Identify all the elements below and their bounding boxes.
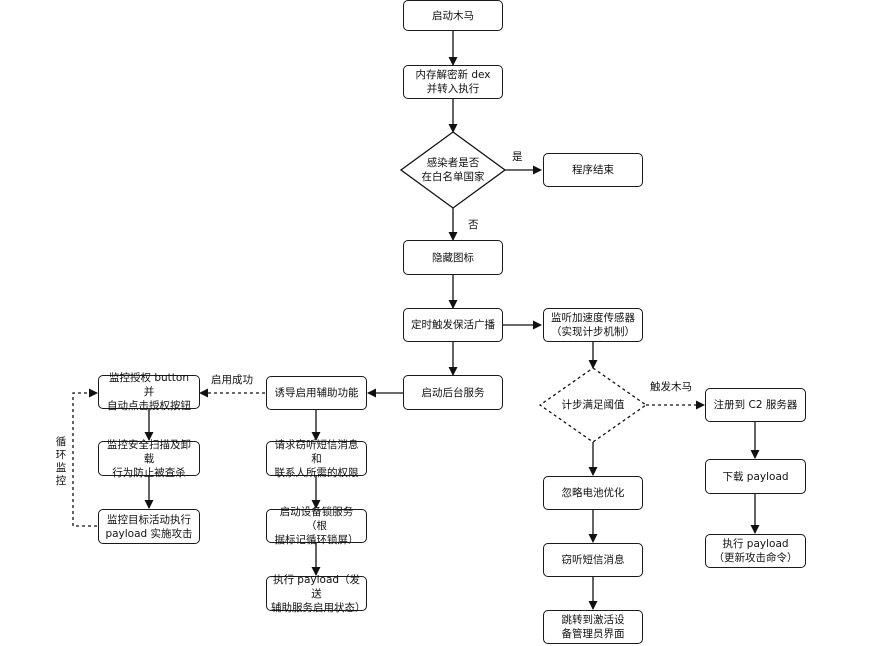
edge-label-loop-monitor: 循 环 监 控 [55,436,67,487]
edge-label-trigger-trojan: 触发木马 [650,381,692,393]
edge-loop-monitor [72,388,98,527]
node-device-lock: 启动设备锁服务（根 据标记循环锁屏） [266,506,367,546]
node-monitor-auth: 监控授权 button 并 自动点击授权按钮 [98,372,200,412]
node-decrypt: 内存解密新 dex 并转入执行 [403,65,503,99]
edge-label-enable-success: 启用成功 [211,374,253,386]
node-exec-payload-send: 执行 payload（发送 辅助服务启用状态） [266,574,367,614]
node-broadcast: 定时触发保活广播 [403,308,503,342]
node-sensor: 监听加速度传感器 （实现计步机制） [543,308,643,342]
node-register-c2: 注册到 C2 服务器 [705,388,806,422]
node-start: 启动木马 [403,0,503,31]
node-ignore-battery: 忽略电池优化 [543,476,643,510]
node-monitor-scan: 监控安全扫描及卸载 行为防止被查杀 [98,439,200,479]
decision-whitelist-label: 感染者是否 在白名单国家 [421,157,485,183]
node-monitor-target: 监控目标活动执行 payload 实施攻击 [98,509,200,544]
node-device-admin: 跳转到激活设 备管理员界面 [543,610,643,644]
node-induce-a11y: 诱导启用辅助功能 [266,376,367,410]
decision-whitelist-shape [399,131,507,209]
edge-label-no: 否 [468,219,479,231]
decision-step-shape [538,367,648,443]
node-exec-payload-update: 执行 payload （更新攻击命令） [705,534,806,568]
decision-step-label: 计步满足阈值 [561,399,625,411]
edge-label-yes: 是 [512,151,523,163]
node-bg-service: 启动后台服务 [403,375,503,410]
node-sms-sniff: 窃听短信消息 [543,543,643,577]
node-end: 程序结束 [543,153,643,187]
node-download-payload: 下载 payload [705,459,806,494]
node-hide-icon: 隐藏图标 [403,240,503,275]
node-request-perm: 请求窃听短信消息和 联系人所需的权限 [266,439,367,479]
